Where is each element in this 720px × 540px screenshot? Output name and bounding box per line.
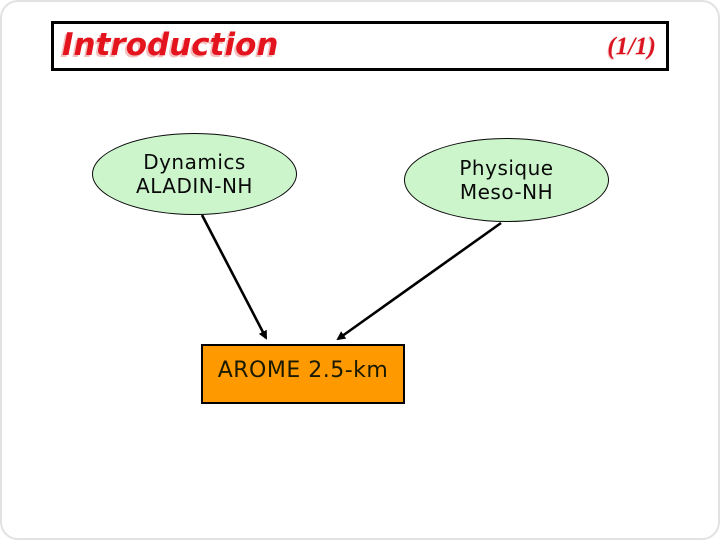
page-indicator: (1/1) (607, 32, 656, 60)
node-physique-meso-nh: Physique Meso-NH (404, 138, 609, 222)
node-arome-box: AROME 2.5-km (201, 344, 405, 404)
node-arome-label: AROME 2.5-km (217, 357, 389, 383)
title-bar: Introduction (1/1) (51, 21, 669, 71)
node-physique-line2: Meso-NH (459, 180, 554, 204)
slide-title: Introduction (62, 26, 279, 63)
node-dynamics-line2: ALADIN-NH (136, 174, 253, 198)
node-physique-line1: Physique (459, 156, 554, 180)
arrow-physique-to-arome (336, 221, 502, 341)
node-dynamics-line1: Dynamics (143, 150, 246, 174)
node-dynamics-aladin-nh: Dynamics ALADIN-NH (92, 133, 297, 215)
arrow-dynamics-to-arome (200, 214, 268, 340)
